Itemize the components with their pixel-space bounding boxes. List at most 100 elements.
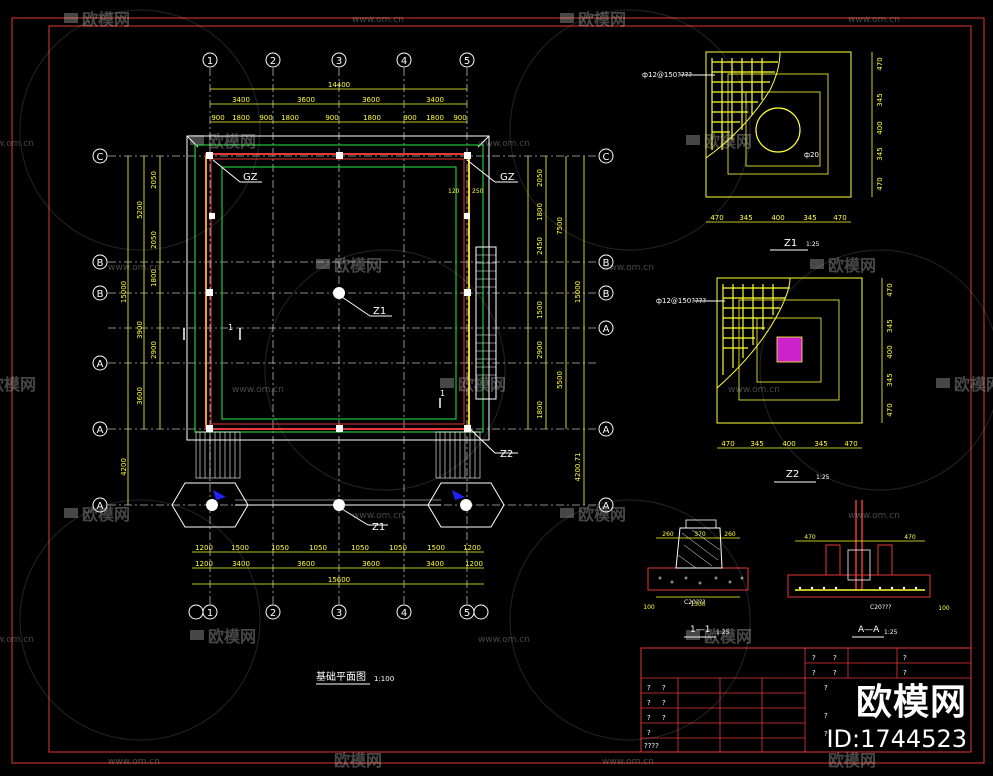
watermark-logo: 欧模网 xyxy=(704,132,752,151)
dim-bottom-bay-1: 3400 xyxy=(232,560,250,568)
grid-col-3: 3 xyxy=(336,56,342,67)
grid-col-3-bottom: 3 xyxy=(336,608,342,619)
watermark-domain: www.om.cn xyxy=(0,635,34,645)
s11-left-dim: 1300 xyxy=(690,601,705,608)
z1-dim-right-5: 470 xyxy=(876,177,884,190)
dim-left-3: 2050 xyxy=(150,231,158,249)
watermark-domain: www.om.cn xyxy=(848,511,900,521)
watermark-domain: www.om.cn xyxy=(0,139,34,149)
tb-cell-16: ? xyxy=(824,712,828,720)
dim-top-bay-3: 3600 xyxy=(362,96,380,104)
dim-bottom-detail-1: 1200 xyxy=(195,544,213,552)
z2-rebar-label: ф12@150???? xyxy=(656,297,706,305)
grid-col-5: 5 xyxy=(464,56,470,67)
z2-dim-bottom-4: 345 xyxy=(814,440,827,448)
watermark-logo: 欧模网 xyxy=(954,375,993,394)
s11-top-dim-3: 260 xyxy=(724,531,736,538)
watermark-logo-icon xyxy=(64,13,950,640)
z1-column-dim: ф20 xyxy=(804,151,819,159)
plan-scale: 1:100 xyxy=(374,675,394,683)
plan-title: 基础平面图 xyxy=(316,670,366,683)
s11-title: 1—1 xyxy=(690,625,710,635)
grid-row-c-right: C xyxy=(603,152,610,163)
s11-top-dim-1: 260 xyxy=(662,531,674,538)
dim-bottom-edge: 1200 xyxy=(195,560,213,568)
dim-right-6: 15000 xyxy=(574,281,582,303)
z1-dim-right-2: 345 xyxy=(876,93,884,106)
brand-badge: 欧模网 ID:1744523 xyxy=(826,673,967,753)
z1-dim-bottom-4: 345 xyxy=(803,214,816,222)
z1-dim-right-1: 470 xyxy=(876,57,884,70)
dim-bottom-edge-right: 1200 xyxy=(465,560,483,568)
z1-detail: ф12@150???? ф20 470 345 400 345 470 470 … xyxy=(642,51,884,251)
saa-title: A—A xyxy=(858,625,880,635)
z2-title: Z2 xyxy=(786,469,799,480)
dim-top-detail-5: 900 xyxy=(325,114,338,122)
tb-cell-12: ? xyxy=(662,714,666,722)
dim-top-detail-4: 1800 xyxy=(281,114,299,122)
tb-cell-3: ? xyxy=(903,654,907,662)
z1-dim-bottom-5: 470 xyxy=(833,214,846,222)
watermark-logo: 欧模网 xyxy=(334,256,382,275)
dim-right-2: 1800 xyxy=(536,203,544,221)
dim-left-4: 15000 xyxy=(120,281,128,303)
tb-cell-7: ? xyxy=(647,684,651,692)
label-gz-right: GZ xyxy=(500,172,515,183)
grid-row-b2-left: B xyxy=(97,289,104,300)
dim-left-8: 3600 xyxy=(136,387,144,405)
dim-bottom-overall: 15600 xyxy=(328,576,350,584)
grid-row-a1-left: A xyxy=(97,359,104,370)
dim-top-detail-3: 900 xyxy=(259,114,272,122)
dim-bottom-detail-3: 1050 xyxy=(271,544,289,552)
dim-right-10: 4200.71 xyxy=(574,453,582,482)
s11-scale: 1:25 xyxy=(716,629,730,636)
grid-row-c-left: C xyxy=(97,152,104,163)
outer-border xyxy=(11,17,985,764)
dim-right-9: 1800 xyxy=(536,401,544,419)
dim-left-2: 5200 xyxy=(136,201,144,219)
watermark-logo: 欧模网 xyxy=(82,10,130,29)
watermark-logo: 欧模网 xyxy=(578,10,626,29)
z2-scale: 1:25 xyxy=(816,474,830,481)
watermark-domain: www.om.cn xyxy=(108,757,160,767)
z1-dim-right-3: 400 xyxy=(876,121,884,134)
grid-row-b1-left: B xyxy=(97,258,104,269)
dim-top-detail-8: 1800 xyxy=(426,114,444,122)
dim-top-overall: 14400 xyxy=(328,81,350,89)
brand-logo: 欧模网 xyxy=(855,682,967,723)
grid-row-a1-right: A xyxy=(603,324,610,335)
grid-col-5-bottom: 5 xyxy=(464,608,470,619)
watermark-domain: www.om.cn xyxy=(232,385,284,395)
watermark-logo: 欧模网 xyxy=(208,132,256,151)
dim-left-6: 3900 xyxy=(136,321,144,339)
dim-bottom-bay-4: 3400 xyxy=(426,560,444,568)
watermark-domain: www.om.cn xyxy=(478,139,530,149)
small-dim-a: 120 xyxy=(448,188,460,195)
section-mark-1b: 1 xyxy=(440,389,445,398)
section-1-1: 260 370 260 1300 100 C20??? 1—1 1:25 xyxy=(643,519,749,638)
watermark-logo: 欧模网 xyxy=(578,505,626,524)
grid-row-b2-right: B xyxy=(603,289,610,300)
saa-top-dim-2: 470 xyxy=(904,534,916,541)
z1-dim-bottom-3: 400 xyxy=(771,214,784,222)
z2-dim-bottom-5: 470 xyxy=(844,440,857,448)
saa-bottom-dim: 100 xyxy=(938,605,950,612)
watermark-logo: 欧模网 xyxy=(334,751,382,770)
z1-title: Z1 xyxy=(784,238,797,249)
dim-right-1: 2050 xyxy=(536,169,544,187)
dim-left-1: 2050 xyxy=(150,171,158,189)
watermark-logo: 欧模网 xyxy=(828,256,876,275)
grid-row-a2-right: A xyxy=(603,425,610,436)
dim-right-4: 7500 xyxy=(556,217,564,235)
s11-top-dim-2: 370 xyxy=(694,531,706,538)
z2-dim-right-2: 345 xyxy=(886,319,894,332)
label-gz-left: GZ xyxy=(243,172,258,183)
watermark-logo: 欧模网 xyxy=(458,375,506,394)
dim-top-detail-6: 1800 xyxy=(363,114,381,122)
dim-top-detail-7: 900 xyxy=(403,114,416,122)
brand-id: ID:1744523 xyxy=(826,725,967,753)
s11-bottom-dim: 100 xyxy=(643,604,655,611)
z1-rebar-label: ф12@150???? xyxy=(642,71,692,79)
dim-right-5: 1500 xyxy=(536,301,544,319)
grid-col-4: 4 xyxy=(401,56,407,67)
